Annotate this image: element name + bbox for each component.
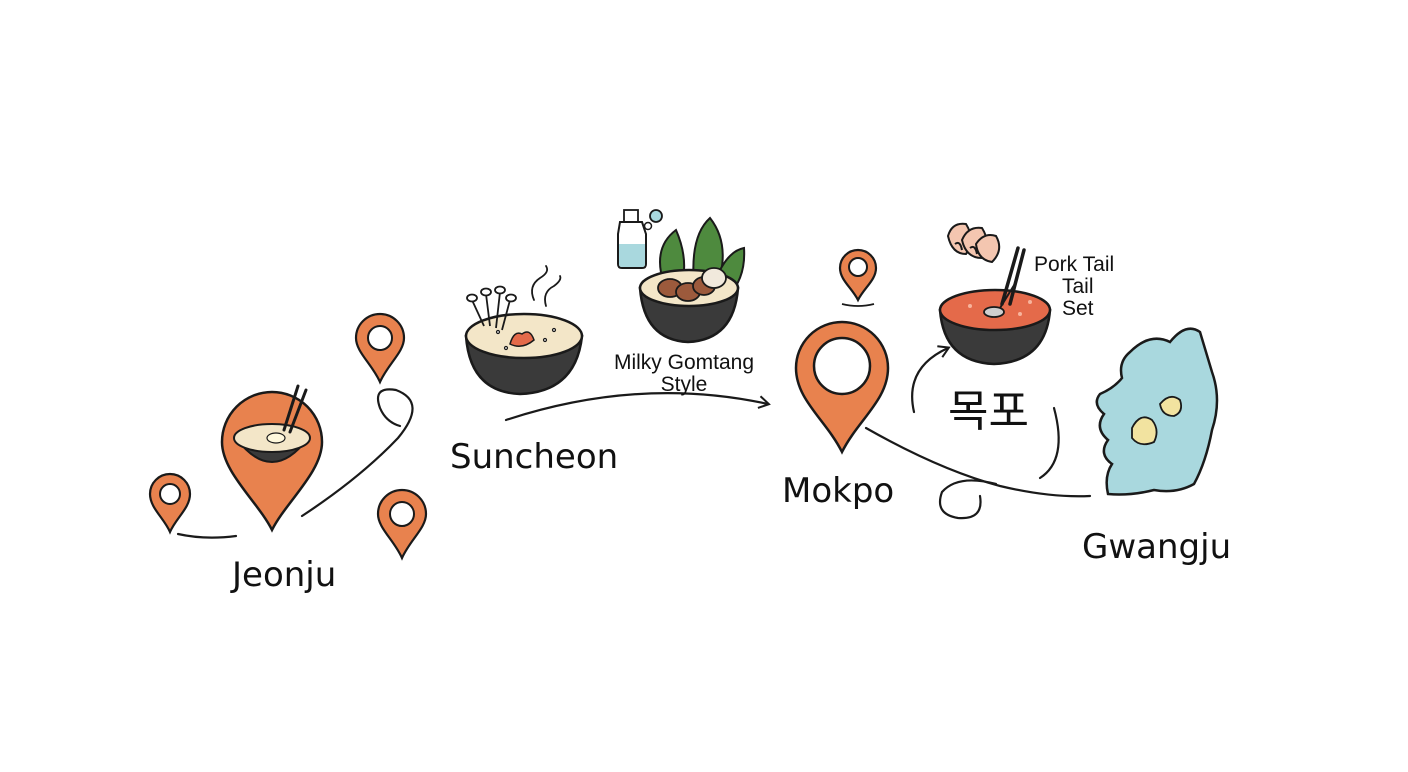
map-pin-icon [376,488,428,561]
route-line-mokpo-gwangju [864,426,1092,498]
suncheon-bowl-icon [464,265,584,396]
meat-bowl-icon [638,216,746,344]
korea-map-icon [1095,327,1219,496]
city-label-gwangju: Gwangju [1082,527,1232,567]
map-pin-icon [148,472,192,535]
dish-label-line: Set [1062,297,1094,320]
route-loop-mokpo [938,479,998,520]
mokpo-map-pin-icon [794,320,890,455]
dish-label-line: Tail [1062,275,1094,298]
dish-label-line: Style [660,373,708,396]
map-spot [1131,416,1158,446]
route-arrow-suncheon-mokpo [504,392,771,422]
city-label-suncheon: Suncheon [450,437,619,477]
route-arrow-mokpo-bowl [911,345,951,414]
route-lines [176,345,1092,539]
city-label-mokpo: Mokpo [782,471,895,511]
jeonju-map-pin-icon [220,384,324,533]
dish-label-pork-tail: Pork Tail Tail Set [1034,254,1118,320]
map-pin-icon [838,248,878,307]
pork-tail-bowl-icon [938,246,1052,366]
dish-label-milky-gomtang: Milky Gomtang Style [608,352,760,396]
dish-label-line: Milky Gomtang [613,351,755,374]
map-spot [1159,395,1183,417]
steam-icon [531,265,562,307]
jeonju-bowl-icon [233,384,311,463]
bottle-icon [617,209,663,269]
chopsticks-icon [282,384,308,434]
map-pin-icon [354,312,406,385]
clam-icon [946,222,1001,264]
mushroom-icon [466,285,517,331]
chopsticks-icon [1000,246,1026,306]
city-label-jeonju: Jeonju [232,555,337,595]
korean-city-label: 목포 [948,386,1029,437]
dish-label-line: Pork Tail [1034,253,1115,276]
route-line-jeonju-west [176,532,238,539]
route-curve-gwangju [1038,406,1060,480]
route-line-jeonju-loop [300,388,414,518]
